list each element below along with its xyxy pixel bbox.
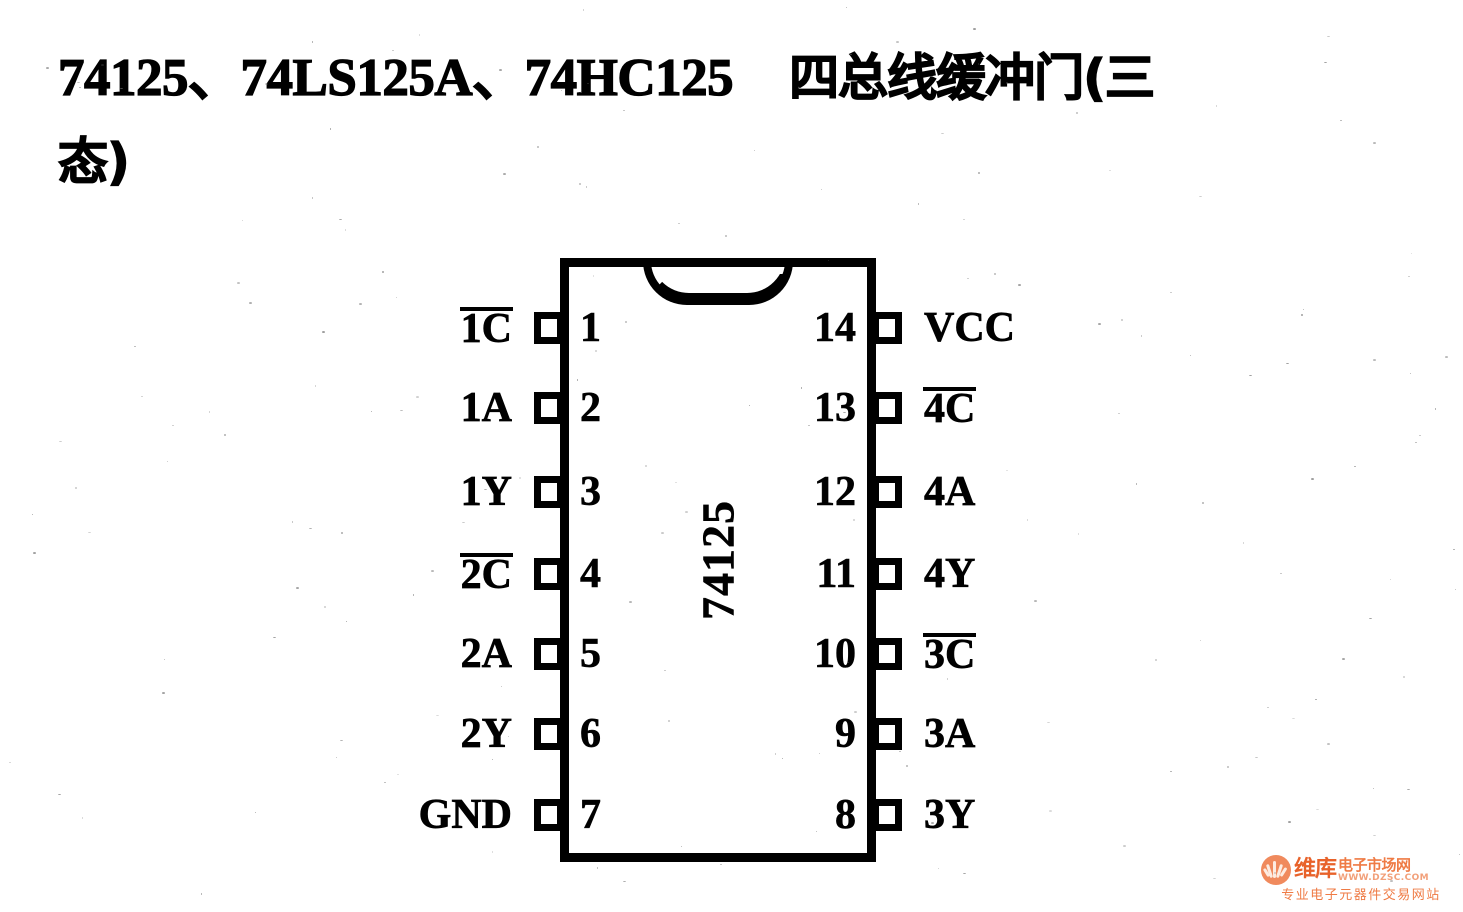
pin-square-7 xyxy=(534,799,564,831)
pin-number-8: 8 xyxy=(835,792,857,838)
chip-part-label: 74125 xyxy=(692,500,744,621)
watermark-url: WWW.DZSC.COM xyxy=(1338,872,1429,883)
pin-row-left-3: 1Y xyxy=(246,469,564,515)
pin-row-left-4: 2C xyxy=(246,551,564,598)
pin-number-10: 10 xyxy=(814,631,857,677)
pin-label-3Y: 3Y xyxy=(924,792,976,838)
pin-number-11: 11 xyxy=(816,551,856,597)
pin-label-4Y: 4Y xyxy=(924,551,976,597)
pin-number-7: 7 xyxy=(580,792,602,838)
pin-label-VCC: VCC xyxy=(924,305,1016,351)
pin-row-right-12: 4A xyxy=(872,469,1190,515)
pin-label-2A: 2A xyxy=(460,631,512,677)
pin-row-left-6: 2Y xyxy=(246,711,564,757)
pin-number-3: 3 xyxy=(580,469,602,515)
watermark-top-row: 维库 电子市场网 WWW.DZSC.COM xyxy=(1261,854,1461,886)
watermark-subtitle: 电子市场网 xyxy=(1338,855,1411,874)
pin-square-4 xyxy=(534,558,564,590)
pin-number-13: 13 xyxy=(814,385,857,431)
pin-row-right-8: 3Y xyxy=(872,792,1190,838)
pin-label-2C: 2C xyxy=(459,551,514,598)
pin-square-14 xyxy=(872,312,902,344)
pin-label-3C: 3C xyxy=(922,631,977,678)
pin-row-left-5: 2A xyxy=(246,631,564,677)
pin-square-6 xyxy=(534,718,564,750)
pin-label-1Y: 1Y xyxy=(460,469,512,515)
pin-square-12 xyxy=(872,476,902,508)
title-description-continued: 态) xyxy=(57,132,130,191)
pin-row-left-2: 1A xyxy=(246,385,564,431)
pin-row-right-14: VCC xyxy=(872,305,1190,351)
pin-square-2 xyxy=(534,392,564,424)
pin-label-GND: GND xyxy=(418,792,512,838)
chip-body-outline xyxy=(560,258,876,862)
pin-row-right-10: 3C xyxy=(872,631,1190,678)
pin-label-2Y: 2Y xyxy=(460,711,512,757)
pin-number-4: 4 xyxy=(580,551,602,597)
pin-row-right-9: 3A xyxy=(872,711,1190,757)
pin-row-left-7: GND xyxy=(246,792,564,838)
title-description: 四总线缓冲门(三 xyxy=(788,48,1155,107)
pin-number-2: 2 xyxy=(580,385,602,431)
pin-number-6: 6 xyxy=(580,711,602,757)
pin-row-right-13: 4C xyxy=(872,385,1190,432)
pin-label-1A: 1A xyxy=(460,385,512,431)
chip-notch-icon xyxy=(643,255,793,305)
pin-square-13 xyxy=(872,392,902,424)
pin-number-1: 1 xyxy=(580,305,602,351)
pin-row-left-1: 1C xyxy=(246,305,564,352)
chip-pinout-diagram: 74125 1C 1A 1Y 2C 2A 2Y GND VCC 4C 4A xyxy=(418,255,1015,862)
page-title: 74125、74LS125A、74HC125 四总线缓冲门(三 态) xyxy=(57,36,1428,204)
pin-label-4A: 4A xyxy=(924,469,976,515)
pin-label-4C: 4C xyxy=(922,385,977,432)
pin-square-10 xyxy=(872,638,902,670)
pin-row-right-11: 4Y xyxy=(872,551,1190,597)
pin-number-14: 14 xyxy=(814,305,857,351)
pin-square-1 xyxy=(534,312,564,344)
pin-number-9: 9 xyxy=(835,711,857,757)
pin-label-3A: 3A xyxy=(924,711,976,757)
watermark-brand: 维库 xyxy=(1294,857,1337,882)
pin-square-9 xyxy=(872,718,902,750)
pin-square-3 xyxy=(534,476,564,508)
watermark-sub-block: 电子市场网 WWW.DZSC.COM xyxy=(1338,857,1429,884)
pin-number-5: 5 xyxy=(580,631,602,677)
pin-number-12: 12 xyxy=(814,469,857,515)
pin-square-11 xyxy=(872,558,902,590)
pin-square-8 xyxy=(872,799,902,831)
site-watermark: 维库 电子市场网 WWW.DZSC.COM 专业电子元器件交易网站 xyxy=(1261,854,1461,908)
title-line-2: 态) xyxy=(57,120,1428,204)
vendor-logo-icon xyxy=(1261,855,1291,885)
title-part-numbers: 74125、74LS125A、74HC125 xyxy=(57,48,734,107)
title-line-1: 74125、74LS125A、74HC125 四总线缓冲门(三 xyxy=(57,36,1428,120)
pin-square-5 xyxy=(534,638,564,670)
pin-label-1C: 1C xyxy=(459,305,514,352)
watermark-tagline: 专业电子元器件交易网站 xyxy=(1281,888,1441,903)
